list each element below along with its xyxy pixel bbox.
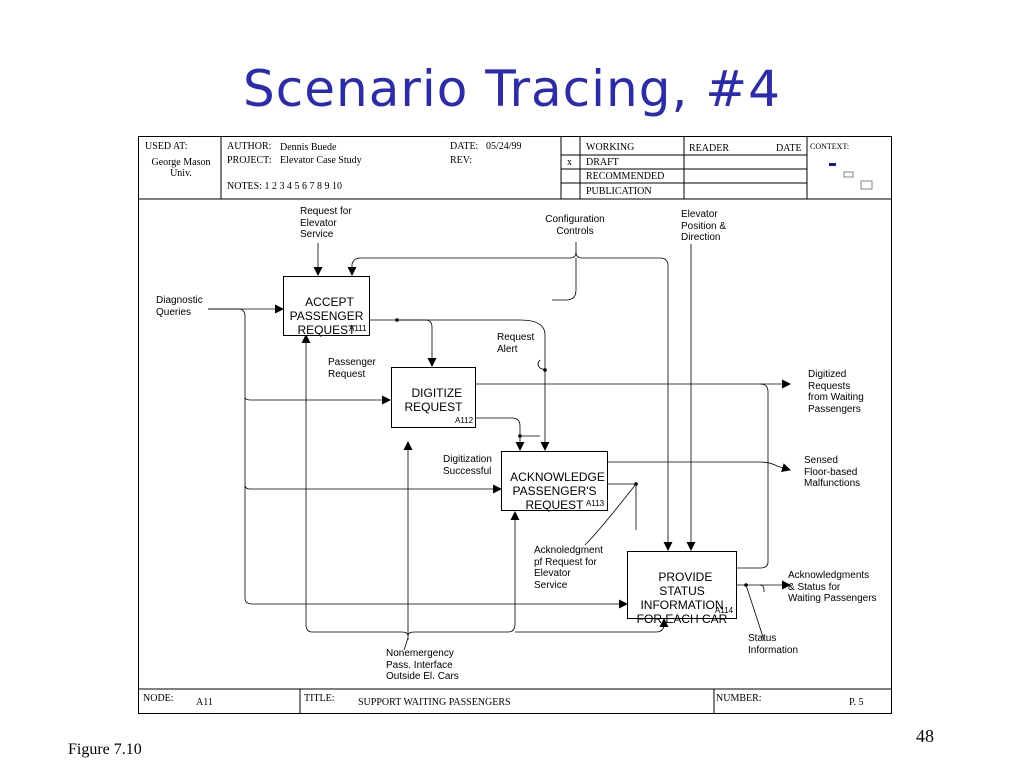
- node-value: A11: [196, 697, 213, 708]
- label-acknowledgment-request: Acknoledgment pf Request for Elevator Se…: [534, 545, 603, 591]
- number-label: NUMBER:: [716, 693, 762, 704]
- label-request-alert: Request Alert: [497, 332, 535, 355]
- status-draft: DRAFT: [586, 157, 619, 168]
- label-sensed-malfunctions: Sensed Floor-based Malfunctions: [804, 455, 861, 489]
- context-node-icon: [829, 163, 873, 190]
- status-recommended: RECOMMENDED: [586, 171, 665, 182]
- activity-label-a112: DIGITIZE REQUEST: [404, 386, 463, 414]
- activity-box-a114: PROVIDE STATUS INFORMATION FOR EACH CAR: [627, 551, 737, 626]
- arrow-mechanism-a111: [301, 334, 409, 637]
- arrow-config-to-a114: [575, 251, 673, 551]
- author-label: AUTHOR:: [227, 141, 272, 152]
- label-diagnostic-queries: Diagnostic Queries: [156, 295, 203, 318]
- status-publication: PUBLICATION: [586, 186, 652, 197]
- activity-box-a112: DIGITIZE REQUEST: [391, 367, 476, 428]
- arrow-acknowledgment-leader: [584, 483, 637, 546]
- date-value: 05/24/99: [486, 141, 522, 152]
- project-label: PROJECT:: [227, 155, 272, 166]
- activity-label-a111: ACCEPT PASSENGER REQUEST: [289, 295, 364, 337]
- label-elevator-position: Elevator Position & Direction: [681, 209, 727, 243]
- activity-box-a111: ACCEPT PASSENGER REQUEST: [283, 276, 370, 337]
- arrow-status-information: [745, 584, 765, 641]
- title-value: SUPPORT WAITING PASSENGERS: [358, 697, 511, 708]
- author-value: Dennis Buede: [280, 142, 337, 153]
- label-passenger-request: Passenger Request: [328, 357, 376, 380]
- activity-box-a113: ACKNOWLEDGE PASSENGER'S REQUEST: [501, 451, 608, 512]
- page-number: 48: [916, 726, 934, 746]
- reader-date-label: DATE: [776, 143, 802, 154]
- label-request-for-elevator-service: Request for Elevator Service: [300, 206, 352, 240]
- arrow-mechanism-a113: [407, 511, 520, 637]
- label-status-information: Status Information: [748, 633, 799, 656]
- activity-id-a111: A111: [349, 324, 367, 333]
- slide-title: Scenario Tracing, #4: [243, 60, 781, 118]
- project-value: Elevator Case Study: [280, 155, 362, 166]
- label-configuration-controls: Configuration Controls: [545, 214, 605, 237]
- date-label: DATE:: [450, 141, 479, 152]
- title-label: TITLE:: [304, 693, 335, 704]
- label-acknowledgments-status: Acknowledgments & Status for Waiting Pas…: [788, 570, 877, 604]
- context-label: CONTEXT:: [810, 142, 850, 151]
- activity-id-a113: A113: [586, 499, 605, 508]
- number-value: P. 5: [849, 697, 864, 708]
- activity-id-a112: A112: [455, 416, 474, 425]
- reader-label: READER: [689, 143, 729, 154]
- arrow-sensed-malfunctions: [608, 461, 791, 472]
- arrow-digitization-successful: [475, 417, 525, 451]
- idef0-diagram-frame: [138, 136, 892, 714]
- rev-label: REV:: [450, 155, 473, 166]
- notes-list: NOTES: 1 2 3 4 5 6 7 8 9 10: [227, 181, 342, 192]
- used-at-label: USED AT:: [145, 141, 188, 152]
- label-nonemergency-interface: Nonemergency Pass. Interface Outside El.…: [386, 648, 459, 682]
- header-grid: [138, 137, 892, 714]
- arrow-request-alert: [397, 319, 550, 451]
- status-mark: x: [567, 157, 572, 168]
- status-working: WORKING: [586, 142, 635, 153]
- label-digitized-requests: Digitized Requests from Waiting Passenge…: [808, 369, 864, 415]
- activity-label-a113: ACKNOWLEDGE PASSENGER'S REQUEST: [510, 470, 605, 512]
- activity-id-a114: A114: [715, 606, 734, 615]
- used-at-value: George Mason Univ.: [151, 157, 211, 179]
- node-label: NODE:: [143, 693, 174, 704]
- label-digitization-successful: Digitization Successful: [443, 454, 492, 477]
- activity-label-a114: PROVIDE STATUS INFORMATION FOR EACH CAR: [636, 570, 728, 626]
- figure-label: Figure 7.10: [68, 741, 142, 758]
- arrow-config-to-a111: [347, 242, 577, 276]
- arrow-mechanism-a114: [515, 618, 669, 633]
